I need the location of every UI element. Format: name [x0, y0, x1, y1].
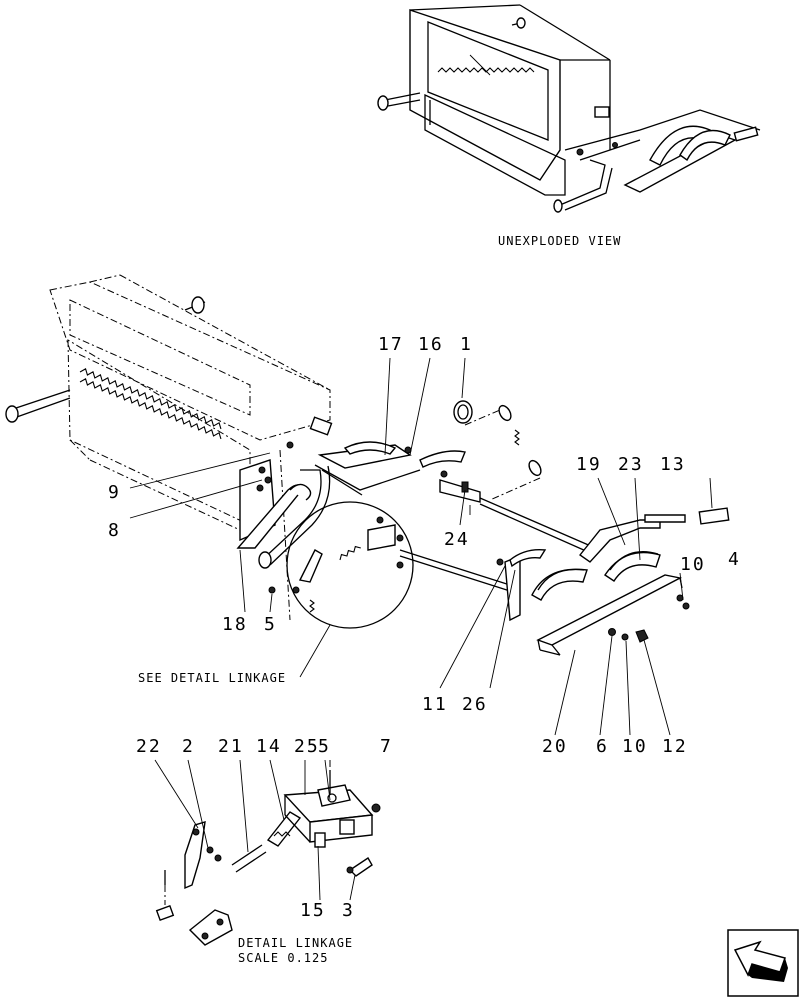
callout-18: 18 — [222, 614, 248, 635]
detail-linkage-circle — [286, 501, 414, 629]
callout-12: 12 — [662, 736, 688, 757]
detail-linkage-parts — [155, 760, 381, 946]
callout-9: 9 — [108, 482, 121, 503]
arrow-icon[interactable] — [727, 929, 799, 997]
callout-13: 13 — [660, 454, 686, 475]
detail-scale: SCALE 0.125 — [238, 951, 328, 965]
callout-26: 26 — [462, 694, 488, 715]
callout-17: 17 — [378, 334, 404, 355]
callout-15: 15 — [300, 900, 326, 921]
detail-title: DETAIL LINKAGE — [238, 936, 353, 950]
callout-23: 23 — [618, 454, 644, 475]
see-detail-caption: SEE DETAIL LINKAGE — [138, 671, 286, 685]
callout-5-main: 5 — [264, 614, 277, 635]
callout-14: 14 — [256, 736, 282, 757]
callout-24: 24 — [444, 529, 470, 550]
callout-5-detail: 5 — [318, 736, 331, 757]
callout-2: 2 — [182, 736, 195, 757]
callout-10-upper: 10 — [680, 554, 706, 575]
callout-10-lower: 10 — [622, 736, 648, 757]
callout-3: 3 — [342, 900, 355, 921]
callout-21: 21 — [218, 736, 244, 757]
callout-numbers: 17 16 1 19 23 13 9 8 24 10 4 18 5 11 26 … — [108, 334, 741, 921]
unexploded-assembly — [377, 4, 761, 213]
callout-11: 11 — [422, 694, 448, 715]
callout-4: 4 — [728, 549, 741, 570]
callout-25: 25 — [294, 736, 320, 757]
callout-1: 1 — [460, 334, 473, 355]
unexploded-view-caption: UNEXPLODED VIEW — [498, 234, 621, 248]
callout-20: 20 — [542, 736, 568, 757]
hopper-housing — [5, 274, 333, 621]
callout-6: 6 — [596, 736, 609, 757]
linkage-assembly — [236, 400, 730, 656]
callout-19: 19 — [576, 454, 602, 475]
callout-7: 7 — [380, 736, 393, 757]
callout-8: 8 — [108, 520, 121, 541]
leader-lines — [129, 357, 713, 736]
callout-22: 22 — [136, 736, 162, 757]
callout-16: 16 — [418, 334, 444, 355]
detail-leader-lines — [154, 759, 356, 901]
